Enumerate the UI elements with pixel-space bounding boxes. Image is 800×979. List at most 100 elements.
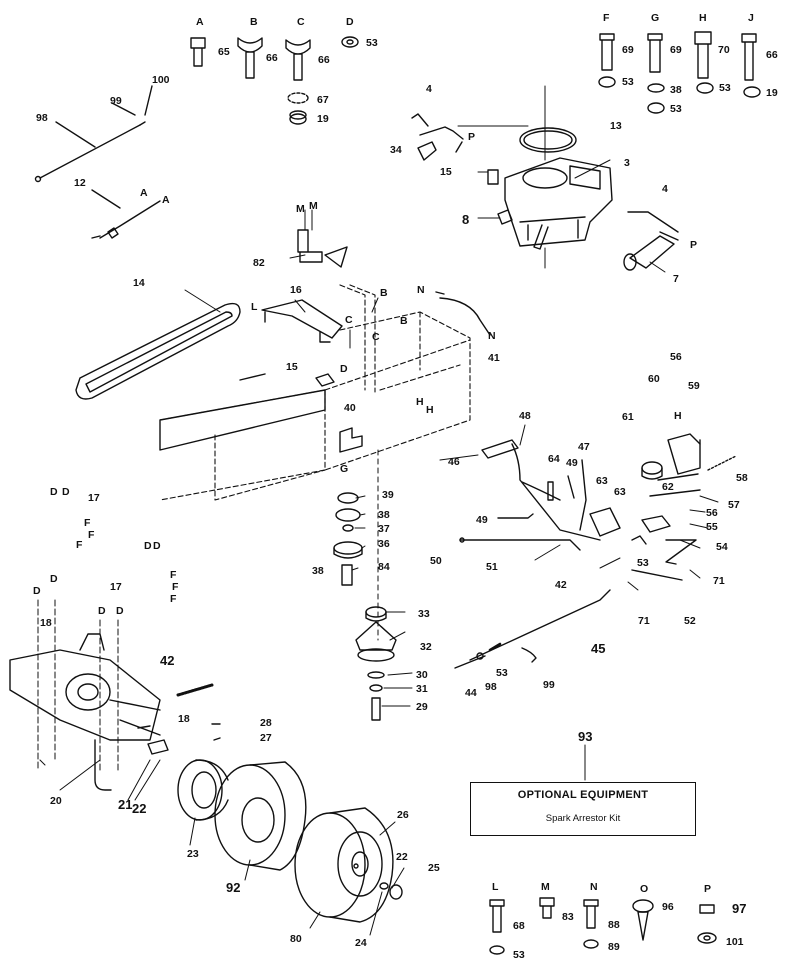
label-57: 57: [728, 499, 740, 511]
label-25: 25: [428, 862, 440, 874]
label-G: G: [651, 12, 660, 24]
bolt-69-icon: [599, 33, 615, 71]
label-H: H: [674, 410, 682, 422]
clip-15b-icon: [315, 373, 335, 387]
label-63: 63: [614, 486, 626, 498]
label-21: 21: [118, 797, 133, 812]
label-92: 92: [226, 880, 241, 895]
label-D: D: [98, 605, 106, 617]
screw-96-icon: [632, 899, 654, 941]
label-58: 58: [736, 472, 748, 484]
label-82: 82: [253, 257, 265, 269]
engine-3-icon: [504, 85, 613, 269]
label-53: 53: [366, 37, 378, 49]
label-27: 27: [260, 732, 272, 744]
label-D: D: [33, 585, 41, 597]
bracket-40-icon: [339, 427, 363, 453]
label-69: 69: [670, 44, 682, 56]
label-31: 31: [416, 683, 428, 695]
label-16: 16: [290, 284, 302, 296]
label-66: 66: [318, 54, 330, 66]
label-J: J: [748, 12, 754, 24]
label-56: 56: [706, 507, 718, 519]
spring-49-icon: [497, 475, 575, 519]
linkage-7-icon: [623, 211, 679, 271]
label-37: 37: [378, 523, 390, 535]
clip-21-icon: [147, 739, 169, 755]
washer-22-icon: [379, 882, 389, 890]
label-96: 96: [662, 901, 674, 913]
label-38: 38: [670, 84, 682, 96]
label-8: 8: [462, 212, 470, 227]
label-47: 47: [578, 441, 590, 453]
label-12: 12: [74, 177, 86, 189]
tire-80-icon: [294, 807, 394, 923]
bracket-63-icon: [589, 507, 621, 537]
label-15: 15: [440, 166, 452, 178]
label-30: 30: [416, 669, 428, 681]
label-60: 60: [648, 373, 660, 385]
label-M: M: [541, 881, 550, 893]
drive-belt-14-icon: [75, 302, 241, 400]
label-P: P: [690, 239, 698, 251]
label-B: B: [250, 16, 258, 28]
bolt-69b-icon: [647, 33, 663, 73]
label-64: 64: [548, 453, 560, 465]
label-42: 42: [160, 653, 175, 668]
lever-34-icon: [417, 141, 437, 161]
label-51: 51: [486, 561, 498, 573]
cable-45-icon: [469, 589, 611, 661]
label-33: 33: [418, 608, 430, 620]
washer-38-icon: [647, 83, 665, 93]
label-O: O: [640, 883, 649, 895]
label-28: 28: [260, 717, 272, 729]
label-49: 49: [566, 457, 578, 469]
label-53: 53: [637, 557, 649, 569]
label-D: D: [340, 363, 348, 375]
bolt-65-icon: [190, 37, 206, 67]
label-N: N: [590, 881, 598, 893]
label-3: 3: [624, 157, 630, 169]
label-50: 50: [430, 555, 442, 567]
label-40: 40: [344, 402, 356, 414]
label-59: 59: [688, 380, 700, 392]
rod-51-icon: [459, 537, 581, 551]
link-57-icon: [649, 473, 701, 497]
lockwasher-67-icon: [287, 92, 309, 104]
hub-23-icon: [177, 759, 229, 821]
label-D: D: [144, 540, 152, 552]
label-53: 53: [496, 667, 508, 679]
pulley-61-icon: [641, 461, 663, 480]
label-A: A: [162, 194, 170, 206]
label-70: 70: [718, 44, 730, 56]
bolt-88-icon: [583, 899, 599, 949]
nut-53b-icon: [598, 76, 616, 88]
nut-19-icon: [289, 110, 307, 125]
bracket-66-icon: [237, 37, 263, 79]
label-7: 7: [673, 273, 679, 285]
clevis-53e-icon: [631, 535, 647, 545]
label-80: 80: [290, 933, 302, 945]
nut-53-icon: [341, 36, 359, 48]
label-63: 63: [596, 475, 608, 487]
label-89: 89: [608, 941, 620, 953]
link-47-icon: [579, 459, 587, 531]
bracket-16-icon: [261, 299, 343, 343]
optional-equipment-title: OPTIONAL EQUIPMENT: [517, 789, 649, 801]
label-M: M: [296, 203, 305, 215]
label-67: 67: [317, 94, 329, 106]
label-L: L: [251, 301, 258, 313]
bracket-59-icon: [667, 433, 701, 475]
label-53: 53: [513, 949, 525, 961]
label-F: F: [603, 12, 610, 24]
label-F: F: [170, 593, 177, 605]
cable-44-icon: [454, 652, 486, 669]
label-54: 54: [716, 541, 728, 553]
spring-99-icon: [521, 647, 537, 663]
label-44: 44: [465, 687, 477, 699]
transaxle-icon: [9, 599, 161, 791]
label-F: F: [170, 569, 177, 581]
label-H: H: [416, 396, 424, 408]
label-99: 99: [110, 95, 122, 107]
